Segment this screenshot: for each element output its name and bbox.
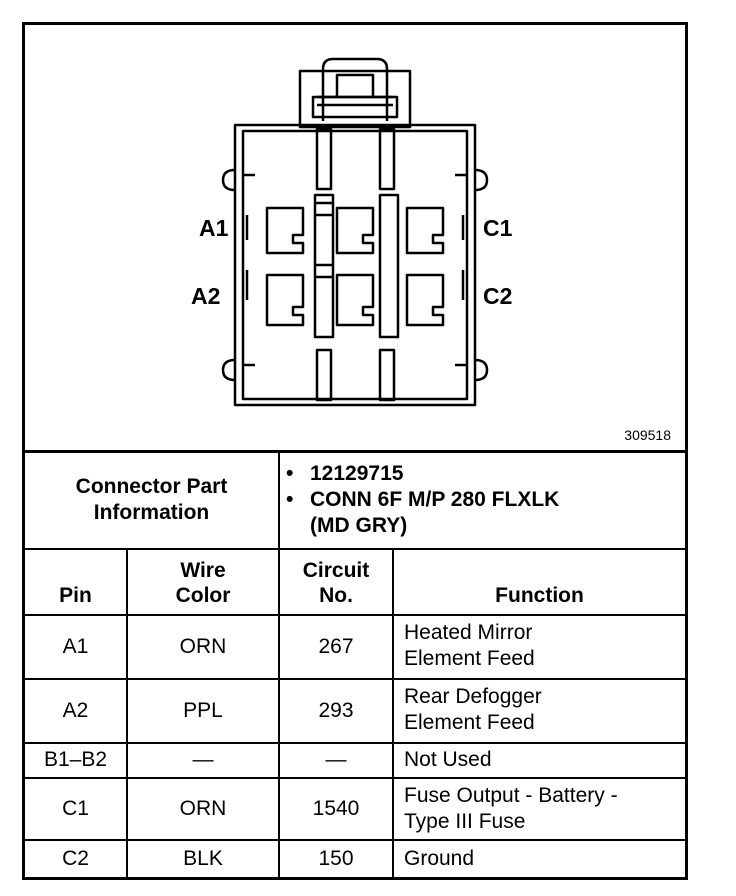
header-function: Function bbox=[391, 547, 686, 616]
left-lower-tab bbox=[221, 358, 236, 382]
circuit-cell: 1540 bbox=[278, 776, 394, 841]
connector-info-title: Connector Part Information bbox=[25, 450, 280, 550]
connector-sheet: A1 A2 C1 C2 309518 Connector Part Inform… bbox=[22, 22, 688, 880]
circuit-cell: 150 bbox=[278, 838, 394, 877]
part-number: 12129715 bbox=[310, 462, 404, 486]
left-upper-tab bbox=[221, 168, 236, 192]
cavity-a2 bbox=[265, 273, 305, 327]
latch-tab bbox=[321, 57, 389, 121]
table-row: B1–B2 — — Not Used bbox=[25, 741, 686, 779]
connector-table: Connector Part Information • 12129715 • … bbox=[25, 450, 686, 877]
wire-color-cell: ORN bbox=[126, 613, 280, 680]
circuit-cell: 267 bbox=[278, 613, 394, 680]
header-row: Pin Wire Color Circuit No. Function bbox=[25, 547, 686, 616]
pin-label-a2: A2 bbox=[191, 283, 221, 309]
cavity-b2 bbox=[335, 273, 375, 327]
table-row: C2 BLK 150 Ground bbox=[25, 838, 686, 877]
table-row: A1 ORN 267 Heated Mirror Element Feed bbox=[25, 613, 686, 680]
center-key-right bbox=[378, 193, 400, 339]
connector-info-row: Connector Part Information • 12129715 • … bbox=[25, 450, 686, 550]
pin-label-a1: A1 bbox=[199, 215, 229, 241]
header-wire-color: Wire Color bbox=[126, 547, 280, 616]
figure-number: 309518 bbox=[624, 427, 671, 443]
header-circuit-no: Circuit No. bbox=[278, 547, 394, 616]
cavity-c1 bbox=[405, 206, 445, 255]
part-number-item: • 12129715 bbox=[286, 462, 404, 486]
pin-cell: C2 bbox=[25, 838, 128, 877]
header-pin: Pin bbox=[25, 547, 128, 616]
cavity-c2 bbox=[405, 273, 445, 327]
function-cell: Rear Defogger Element Feed bbox=[391, 677, 686, 744]
circuit-cell: 293 bbox=[278, 677, 394, 744]
pin-label-c1: C1 bbox=[483, 215, 513, 241]
cavity-a1 bbox=[265, 206, 305, 255]
function-cell: Fuse Output - Battery - Type III Fuse bbox=[391, 776, 686, 841]
function-cell: Heated Mirror Element Feed bbox=[391, 613, 686, 680]
pin-cell: A2 bbox=[25, 677, 128, 744]
right-upper-tab bbox=[474, 168, 489, 192]
connector-drawing bbox=[221, 57, 489, 407]
wire-color-cell: ORN bbox=[126, 776, 280, 841]
wire-color-cell: BLK bbox=[126, 838, 280, 877]
circuit-cell: — bbox=[278, 741, 394, 779]
connector-face-view: A1 A2 C1 C2 309518 bbox=[25, 25, 685, 450]
function-cell: Not Used bbox=[391, 741, 686, 779]
pin-cell: B1–B2 bbox=[25, 741, 128, 779]
pin-cell: A1 bbox=[25, 613, 128, 680]
latch-outer bbox=[298, 69, 412, 129]
right-lower-tab bbox=[474, 358, 489, 382]
table-row: C1 ORN 1540 Fuse Output - Battery - Type… bbox=[25, 776, 686, 841]
function-cell: Ground bbox=[391, 838, 686, 877]
table-row: A2 PPL 293 Rear Defogger Element Feed bbox=[25, 677, 686, 744]
connector-description: CONN 6F M/P 280 FLXLK (MD GRY) bbox=[310, 488, 560, 538]
wire-color-cell: PPL bbox=[126, 677, 280, 744]
cavity-b1 bbox=[335, 206, 375, 255]
pin-cell: C1 bbox=[25, 776, 128, 841]
description-item: • CONN 6F M/P 280 FLXLK (MD GRY) bbox=[286, 488, 560, 538]
pin-label-c2: C2 bbox=[483, 283, 513, 309]
wire-color-cell: — bbox=[126, 741, 280, 779]
latch-hook bbox=[335, 73, 375, 97]
connector-info-list: • 12129715 • CONN 6F M/P 280 FLXLK (MD G… bbox=[277, 450, 686, 550]
connector-body bbox=[233, 123, 477, 407]
